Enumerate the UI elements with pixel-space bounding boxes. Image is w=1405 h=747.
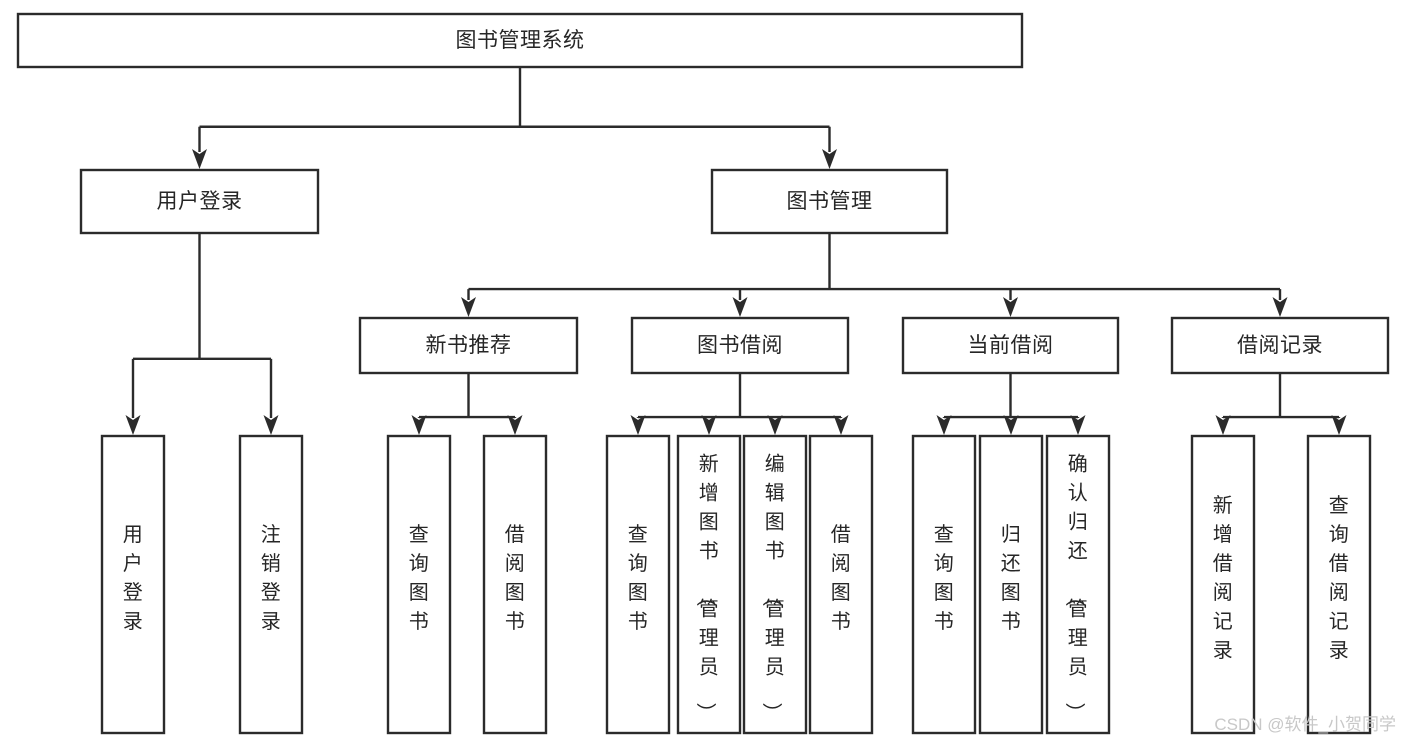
arrowhead-icon xyxy=(1215,415,1231,435)
node-label: 新增借阅记录 xyxy=(1213,494,1234,662)
node-box xyxy=(100,434,166,735)
node-box xyxy=(482,434,548,735)
node-box xyxy=(16,12,1024,69)
node-box xyxy=(808,434,874,735)
arrowhead-icon xyxy=(1331,415,1347,435)
node-layer: 图书管理系统用户登录图书管理新书推荐图书借阅当前借阅借阅记录用户登录注销登录查询… xyxy=(16,12,1390,735)
node-label: 归还图书 xyxy=(1001,523,1022,633)
node-box xyxy=(1045,434,1111,735)
node-label: 查询图书 xyxy=(628,523,649,633)
node-l2-book-mgmt[interactable]: 图书管理 xyxy=(710,168,949,235)
node-label: 注销登录 xyxy=(261,523,282,633)
node-box xyxy=(901,316,1120,375)
node-label: 新增图书（管理员） xyxy=(694,453,720,724)
node-l3-record[interactable]: 借阅记录 xyxy=(1170,316,1390,375)
arrowhead-icon xyxy=(461,297,476,317)
node-label: 当前借阅 xyxy=(968,334,1054,357)
node-label: 图书管理系统 xyxy=(456,29,585,52)
arrowhead-icon xyxy=(507,415,523,435)
arrowhead-icon xyxy=(411,415,427,435)
arrowhead-icon xyxy=(263,415,279,435)
arrowhead-icon xyxy=(701,415,717,435)
arrowhead-icon xyxy=(767,415,783,435)
node-l4-d1[interactable]: 查询图书 xyxy=(911,434,977,735)
arrowhead-icon xyxy=(192,149,207,169)
node-label: 用户登录 xyxy=(157,190,243,213)
node-l4-c4[interactable]: 借阅图书 xyxy=(808,434,874,735)
node-l4-c3[interactable]: 编辑图书（管理员） xyxy=(742,434,808,735)
node-label: 编辑图书（管理员） xyxy=(760,453,786,724)
node-label: 图书借阅 xyxy=(697,334,783,357)
node-box xyxy=(1306,434,1372,735)
node-l3-current[interactable]: 当前借阅 xyxy=(901,316,1120,375)
node-label: 确认归还（管理员） xyxy=(1063,453,1089,724)
node-label: 借阅记录 xyxy=(1237,334,1323,357)
node-box xyxy=(358,316,579,375)
node-label: 新书推荐 xyxy=(426,334,512,357)
node-label: 借阅图书 xyxy=(505,523,526,633)
node-l3-borrow[interactable]: 图书借阅 xyxy=(630,316,850,375)
connector-layer xyxy=(125,67,1347,435)
arrowhead-icon xyxy=(1070,415,1086,435)
arrowhead-icon xyxy=(833,415,849,435)
node-box xyxy=(238,434,304,735)
node-l4-e2[interactable]: 查询借阅记录 xyxy=(1306,434,1372,735)
node-l4-a1[interactable]: 用户登录 xyxy=(100,434,166,735)
arrowhead-icon xyxy=(1272,297,1288,317)
arrowhead-icon xyxy=(936,415,952,435)
node-box xyxy=(676,434,742,735)
node-box xyxy=(742,434,808,735)
node-box xyxy=(79,168,320,235)
node-box xyxy=(630,316,850,375)
arrowhead-icon xyxy=(630,415,646,435)
node-l3-new-book[interactable]: 新书推荐 xyxy=(358,316,579,375)
node-l4-d2[interactable]: 归还图书 xyxy=(978,434,1044,735)
arrowhead-icon xyxy=(822,149,837,169)
node-l4-c2[interactable]: 新增图书（管理员） xyxy=(676,434,742,735)
node-label: 借阅图书 xyxy=(831,523,852,633)
node-label: 图书管理 xyxy=(787,190,873,213)
node-l4-d3[interactable]: 确认归还（管理员） xyxy=(1045,434,1111,735)
node-box xyxy=(978,434,1044,735)
node-box xyxy=(1170,316,1390,375)
arrowhead-icon xyxy=(1003,297,1018,317)
node-box xyxy=(386,434,452,735)
node-l4-c1[interactable]: 查询图书 xyxy=(605,434,671,735)
arrowhead-icon xyxy=(125,415,141,435)
node-box xyxy=(911,434,977,735)
node-l2-user-login[interactable]: 用户登录 xyxy=(79,168,320,235)
node-l4-a2[interactable]: 注销登录 xyxy=(238,434,304,735)
node-l4-b1[interactable]: 查询图书 xyxy=(386,434,452,735)
node-l4-e1[interactable]: 新增借阅记录 xyxy=(1190,434,1256,735)
node-label: 查询图书 xyxy=(934,523,955,633)
node-box xyxy=(710,168,949,235)
node-root[interactable]: 图书管理系统 xyxy=(16,12,1024,69)
node-label: 查询图书 xyxy=(409,523,430,633)
node-box xyxy=(1190,434,1256,735)
node-box xyxy=(605,434,671,735)
arrowhead-icon xyxy=(1003,415,1019,435)
csdn-watermark: CSDN @软件_小贺同学 xyxy=(1214,715,1396,734)
node-label: 用户登录 xyxy=(123,524,144,633)
arrowhead-icon xyxy=(732,297,748,317)
node-label: 查询借阅记录 xyxy=(1329,494,1350,662)
node-l4-b2[interactable]: 借阅图书 xyxy=(482,434,548,735)
